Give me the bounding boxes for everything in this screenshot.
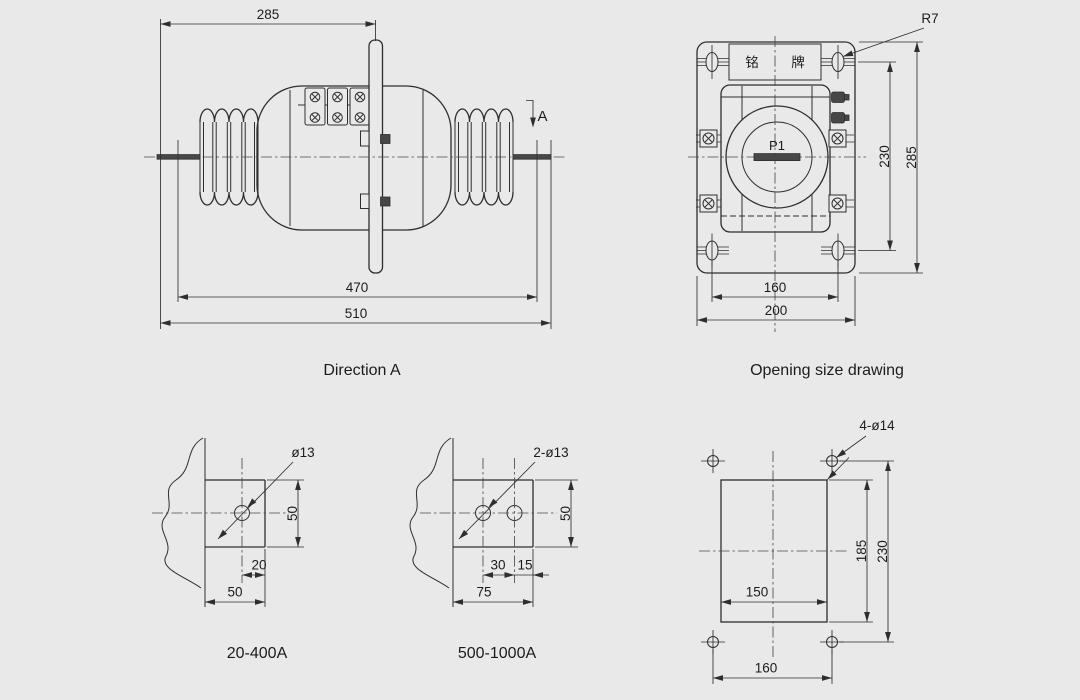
dim-160-label: 160 <box>755 661 778 676</box>
terminal-pad-outline <box>453 479 534 548</box>
dimension-spacing-30: 30 <box>483 558 515 578</box>
terminal-small-view: ø13 50 20 50 20-400A <box>152 437 315 662</box>
cutout-view: 4-ø14 185 230 150 160 <box>699 418 895 684</box>
terminal-large-view: 2-ø13 50 30 15 75 500- <box>409 437 578 662</box>
dim-160-label: 160 <box>764 280 787 295</box>
hole-label: ø13 <box>291 445 314 460</box>
break-line-blob <box>409 437 452 589</box>
nameplate-char-right: 牌 <box>791 54 805 70</box>
extension-lines <box>160 19 552 329</box>
break-line-blob <box>161 437 204 589</box>
dim-50b-label: 50 <box>227 585 242 600</box>
dimension-height-50: 50 <box>285 480 301 547</box>
nameplate-char-left: 铭 <box>745 55 759 70</box>
dim-15-label: 15 <box>517 558 532 573</box>
mounting-slots <box>705 45 845 268</box>
centerlines <box>699 451 849 658</box>
mounting-holes <box>701 449 844 654</box>
dimension-185: 185 <box>854 480 870 622</box>
dim-150-label: 150 <box>746 585 769 600</box>
dim-185-label: 185 <box>854 540 869 563</box>
dim-50v-label: 50 <box>285 506 300 521</box>
dim-50v-label: 50 <box>558 506 573 521</box>
dim-75-label: 75 <box>476 585 491 600</box>
hole-label: 4-ø14 <box>859 418 895 433</box>
plate-clamp-bolts <box>360 130 391 209</box>
dimension-160: 160 <box>712 280 838 300</box>
centerlines <box>420 458 557 583</box>
dimension-510: 510 <box>160 306 551 326</box>
dim-30-label: 30 <box>490 558 505 573</box>
dimension-width-75: 75 <box>453 585 533 605</box>
view-direction-marker: A <box>526 100 548 128</box>
dimension-offset-20: 20 <box>242 558 267 578</box>
dim-285-label: 285 <box>257 7 280 22</box>
dimension-height-50: 50 <box>558 480 574 547</box>
centerlines <box>152 458 289 583</box>
side-view: 285 470 510 A Direction A <box>144 7 566 379</box>
primary-bar-section <box>753 153 801 162</box>
side-view-caption: Direction A <box>323 362 401 379</box>
secondary-stud-bolts <box>831 91 850 124</box>
extension-lines <box>712 460 894 684</box>
opening-view-caption: Opening size drawing <box>750 362 904 379</box>
hole-label: 2-ø13 <box>533 445 568 460</box>
small-terminal-caption: 20-400A <box>227 645 288 662</box>
direction-a-letter: A <box>538 108 548 125</box>
housing-bolts <box>696 129 854 213</box>
terminal-screws <box>309 91 366 123</box>
dim-230-label: 230 <box>877 145 892 168</box>
r7-label: R7 <box>921 11 938 26</box>
dim-230-label: 230 <box>875 540 890 563</box>
dimension-edge-15: 15 <box>514 558 549 578</box>
large-terminal-caption: 500-1000A <box>458 645 537 662</box>
hole-callout: 2-ø13 <box>456 445 569 542</box>
right-conductor-stub <box>512 154 552 160</box>
body-seam-lines <box>289 90 424 226</box>
dimension-285-right: 285 <box>904 42 920 273</box>
dim-510-label: 510 <box>345 306 368 321</box>
dimension-230: 230 <box>875 461 891 642</box>
hole-callout: ø13 <box>215 445 315 542</box>
dimension-width-50: 50 <box>205 585 265 605</box>
dim-200-label: 200 <box>765 303 788 318</box>
dimension-285-top: 285 <box>160 7 376 27</box>
extension-lines <box>696 41 923 326</box>
secondary-terminal-blocks <box>304 87 371 126</box>
left-conductor-stub <box>156 154 201 160</box>
dimension-160: 160 <box>713 661 832 681</box>
p1-terminal-label: P1 <box>769 138 785 153</box>
dim-285-label: 285 <box>904 146 919 169</box>
dim-470-label: 470 <box>346 280 369 295</box>
hole-callout: 4-ø14 <box>825 418 895 482</box>
dimension-150: 150 <box>721 585 827 605</box>
opening-view: 铭 牌 P1 <box>688 11 939 379</box>
dimension-470: 470 <box>178 280 537 300</box>
corner-radius-callout: R7 <box>842 11 939 60</box>
dimension-200: 200 <box>697 303 855 323</box>
dimension-230: 230 <box>877 62 893 251</box>
dim-20-label: 20 <box>251 558 266 573</box>
mounting-plate <box>368 39 384 274</box>
